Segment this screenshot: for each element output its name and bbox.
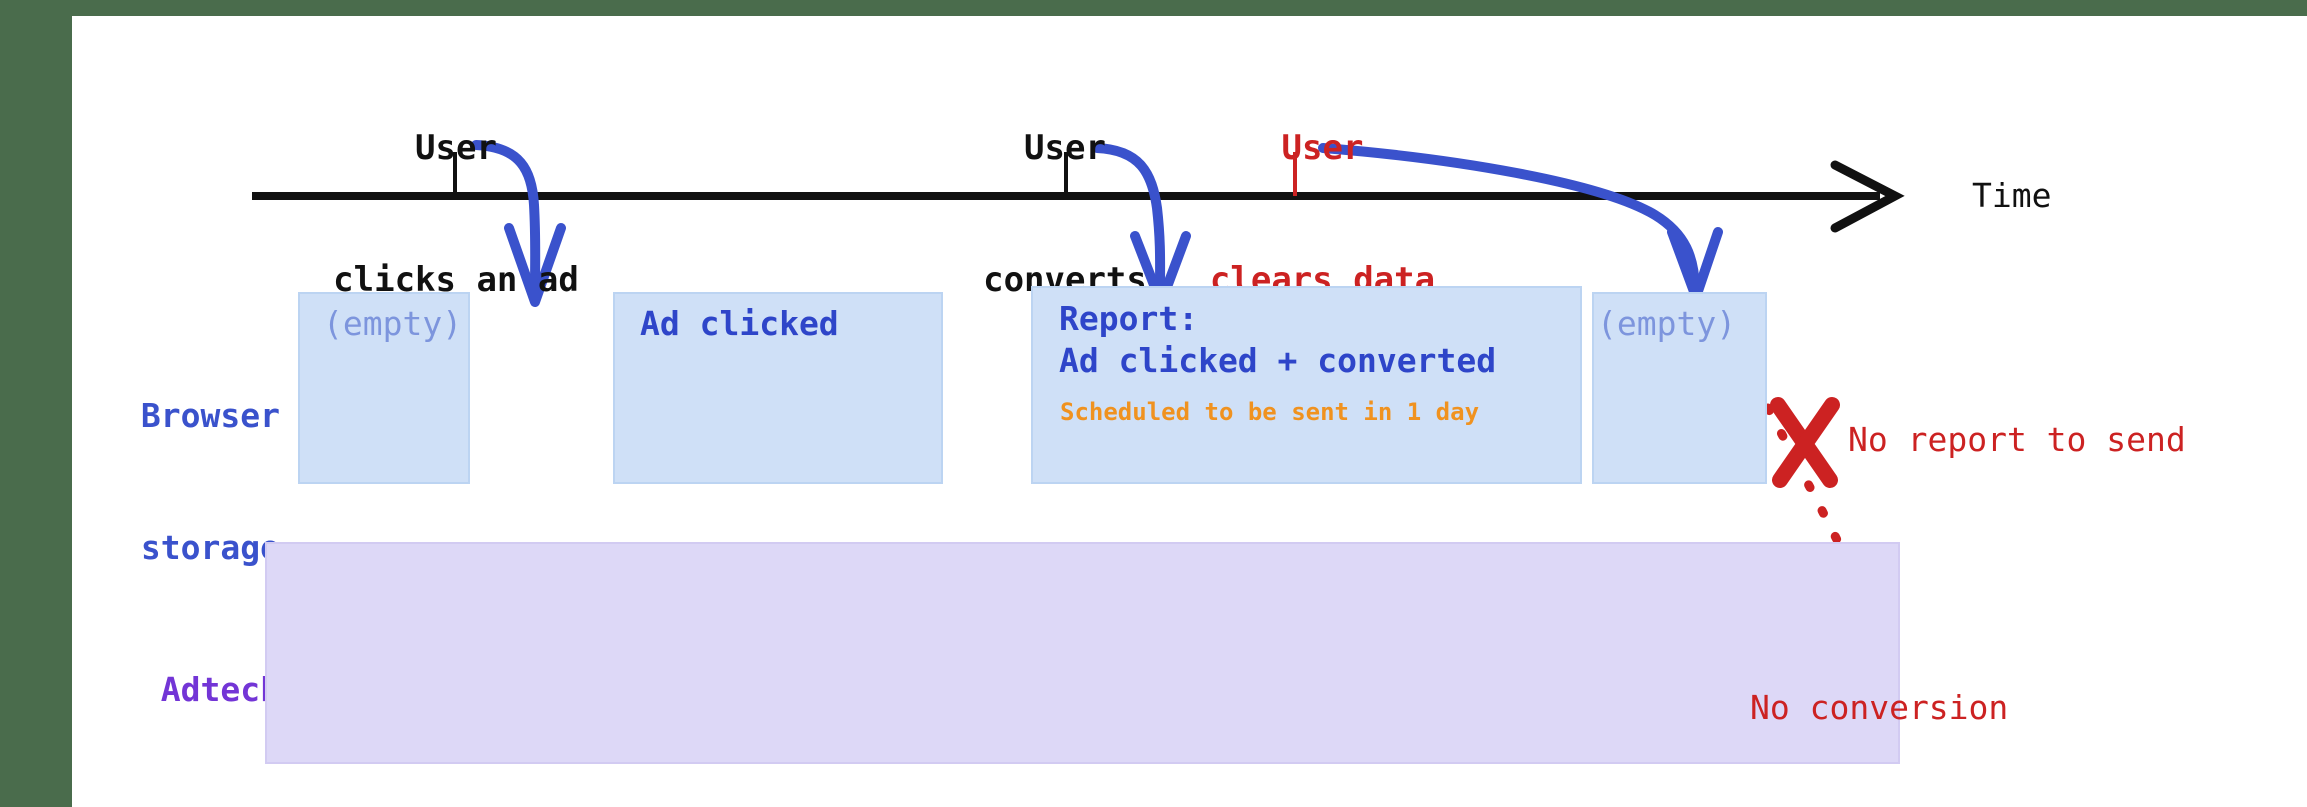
row-label-browser-line2: storage [140, 528, 280, 567]
row-label-adtech-server: Adtech server [20, 580, 280, 807]
cross-out-x-icon [1770, 397, 1840, 488]
left-accent-band [0, 0, 72, 807]
browser-state-box-report [1031, 286, 1582, 484]
browser-state-box-ad-clicked [613, 292, 943, 484]
annotation-no-report-to-send: No report to send [1848, 420, 2186, 459]
time-axis-label: Time [1972, 176, 2052, 215]
browser-state-box-cleared [1592, 292, 1767, 484]
browser-state-report-title: Report: [1059, 299, 1199, 338]
timeline-label-clear-data-line1: User [1281, 128, 1364, 168]
timeline-label-conversion-line1: User [1024, 128, 1106, 168]
row-label-adtech-line1: Adtech [160, 670, 280, 709]
timeline-label-ad-click-line1: User [415, 128, 497, 168]
row-label-browser-storage: Browser storage [20, 306, 280, 658]
browser-state-report-body: Ad clicked + converted [1059, 341, 1497, 380]
browser-state-report-schedule-note: Scheduled to be sent in 1 day [1060, 398, 1480, 426]
browser-state-initial-text: (empty) [323, 304, 463, 343]
row-label-adtech-line2: server [20, 800, 280, 807]
top-accent-band [0, 0, 2307, 16]
row-label-browser-line1: Browser [140, 396, 280, 435]
annotation-no-conversion-line1: No conversion [1750, 688, 2009, 727]
browser-state-ad-clicked-text: Ad clicked [640, 304, 839, 343]
browser-state-box-initial [298, 292, 470, 484]
browser-state-cleared-text: (empty) [1597, 304, 1737, 343]
annotation-no-conversion-reported: No conversion reported to adtech [1750, 598, 2108, 807]
adtech-server-box [265, 542, 1900, 764]
